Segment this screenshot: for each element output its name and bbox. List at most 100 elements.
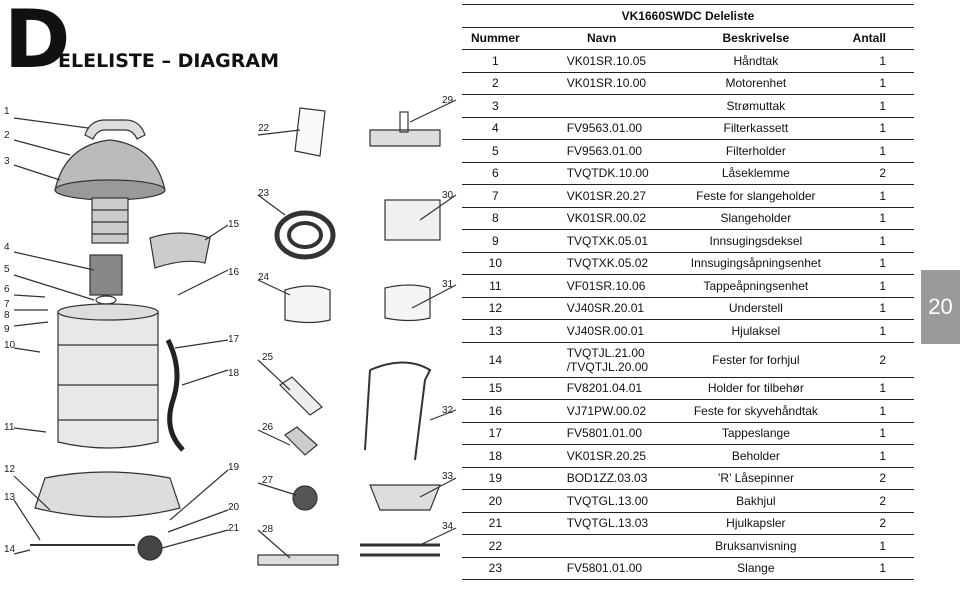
cell-description: Håndtak — [674, 49, 838, 73]
cell-number: 15 — [462, 377, 529, 400]
cell-description: Holder for tilbehør — [674, 377, 838, 400]
cell-number: 5 — [462, 139, 529, 163]
callout-30: 30 — [442, 190, 454, 201]
callout-3: 3 — [4, 156, 10, 167]
callout-11: 11 — [4, 422, 15, 433]
callout-15: 15 — [228, 219, 240, 230]
col-header-name: Navn — [528, 27, 675, 50]
callout-23: 23 — [258, 188, 270, 199]
table-title: VK1660SWDC Deleliste — [462, 4, 914, 28]
cell-description: Filterholder — [674, 139, 838, 163]
heading-initial: D — [4, 0, 70, 86]
callout-12: 12 — [4, 464, 16, 475]
cell-quantity: 1 — [837, 229, 914, 253]
cell-name: VJ40SR.20.01 — [528, 297, 675, 320]
cell-name: FV5801.01.00 — [528, 557, 675, 580]
cell-description: Understell — [674, 297, 838, 320]
cell-name: VK01SR.10.05 — [528, 49, 675, 73]
cell-name: VK01SR.10.00 — [528, 72, 675, 95]
cell-quantity: 1 — [837, 422, 914, 445]
cell-quantity: 1 — [837, 534, 914, 558]
cell-name: FV5801.01.00 — [528, 422, 675, 445]
callout-18: 18 — [228, 368, 240, 379]
cell-description: Innsugingsåpningsenhet — [674, 252, 838, 275]
callout-10: 10 — [4, 340, 16, 351]
cell-quantity: 1 — [837, 377, 914, 400]
cell-number: 19 — [462, 467, 529, 490]
cell-name: TVQTGL.13.00 — [528, 489, 675, 513]
cell-name: TVQTJL.21.00/TVQTJL.20.00 — [528, 342, 675, 378]
cell-number: 21 — [462, 512, 529, 535]
cell-name: FV8201.04.01 — [528, 377, 675, 400]
cell-description: Beholder — [674, 444, 838, 468]
cell-description: Slangeholder — [674, 207, 838, 230]
col-header-description: Beskrivelse — [674, 27, 838, 50]
cell-quantity: 1 — [837, 399, 914, 423]
cell-quantity: 1 — [837, 49, 914, 73]
cell-number: 16 — [462, 399, 529, 423]
cell-quantity: 1 — [837, 117, 914, 140]
cell-name: VJ71PW.00.02 — [528, 399, 675, 423]
callout-31: 31 — [442, 279, 454, 290]
cell-description: Låseklemme — [674, 162, 838, 185]
cell-name: VF01SR.10.06 — [528, 274, 675, 298]
cell-number: 10 — [462, 252, 529, 275]
cell-name: VK01SR.00.02 — [528, 207, 675, 230]
cell-number: 8 — [462, 207, 529, 230]
cell-quantity: 1 — [837, 297, 914, 320]
cell-description: Fester for forhjul — [674, 342, 838, 378]
cell-description: Feste for skyvehåndtak — [674, 399, 838, 423]
callout-5: 5 — [4, 264, 10, 275]
cell-description: Slange — [674, 557, 838, 580]
callout-34: 34 — [442, 521, 454, 532]
col-header-number: Nummer — [462, 27, 529, 50]
cell-name: TVQTDK.10.00 — [528, 162, 675, 185]
cell-quantity: 1 — [837, 557, 914, 580]
cell-number: 14 — [462, 342, 529, 378]
callout-24: 24 — [258, 272, 270, 283]
cell-quantity: 2 — [837, 342, 914, 378]
callout-4: 4 — [4, 242, 10, 253]
cell-name — [528, 534, 675, 558]
cell-description: Hjulaksel — [674, 319, 838, 343]
cell-quantity: 2 — [837, 489, 914, 513]
cell-quantity: 1 — [837, 139, 914, 163]
cell-description: Innsugingsdeksel — [674, 229, 838, 253]
callout-32: 32 — [442, 405, 454, 416]
cell-description: Hjulkapsler — [674, 512, 838, 535]
exploded-parts-diagram: 1 2 3 4 5 6 7 8 9 10 11 12 13 14 15 16 1… — [4, 95, 457, 566]
parts-table: VK1660SWDC Deleliste Nummer Navn Beskriv… — [462, 4, 914, 580]
cell-quantity: 2 — [837, 467, 914, 490]
cell-name: VK01SR.20.25 — [528, 444, 675, 468]
cell-number: 6 — [462, 162, 529, 185]
cell-quantity: 1 — [837, 444, 914, 468]
callout-19: 19 — [228, 462, 240, 473]
cell-description: Bruksanvisning — [674, 534, 838, 558]
col-header-quantity: Antall — [837, 27, 914, 50]
cell-quantity: 1 — [837, 319, 914, 343]
cell-number: 13 — [462, 319, 529, 343]
cell-quantity: 1 — [837, 252, 914, 275]
cell-number: 23 — [462, 557, 529, 580]
cell-description: Filterkassett — [674, 117, 838, 140]
cell-number: 22 — [462, 534, 529, 558]
cell-description: Strømuttak — [674, 94, 838, 118]
cell-quantity: 2 — [837, 162, 914, 185]
cell-number: 11 — [462, 274, 529, 298]
cell-description: Tappeslange — [674, 422, 838, 445]
callout-9: 9 — [4, 324, 10, 335]
cell-description: ’R’ Låsepinner — [674, 467, 838, 490]
